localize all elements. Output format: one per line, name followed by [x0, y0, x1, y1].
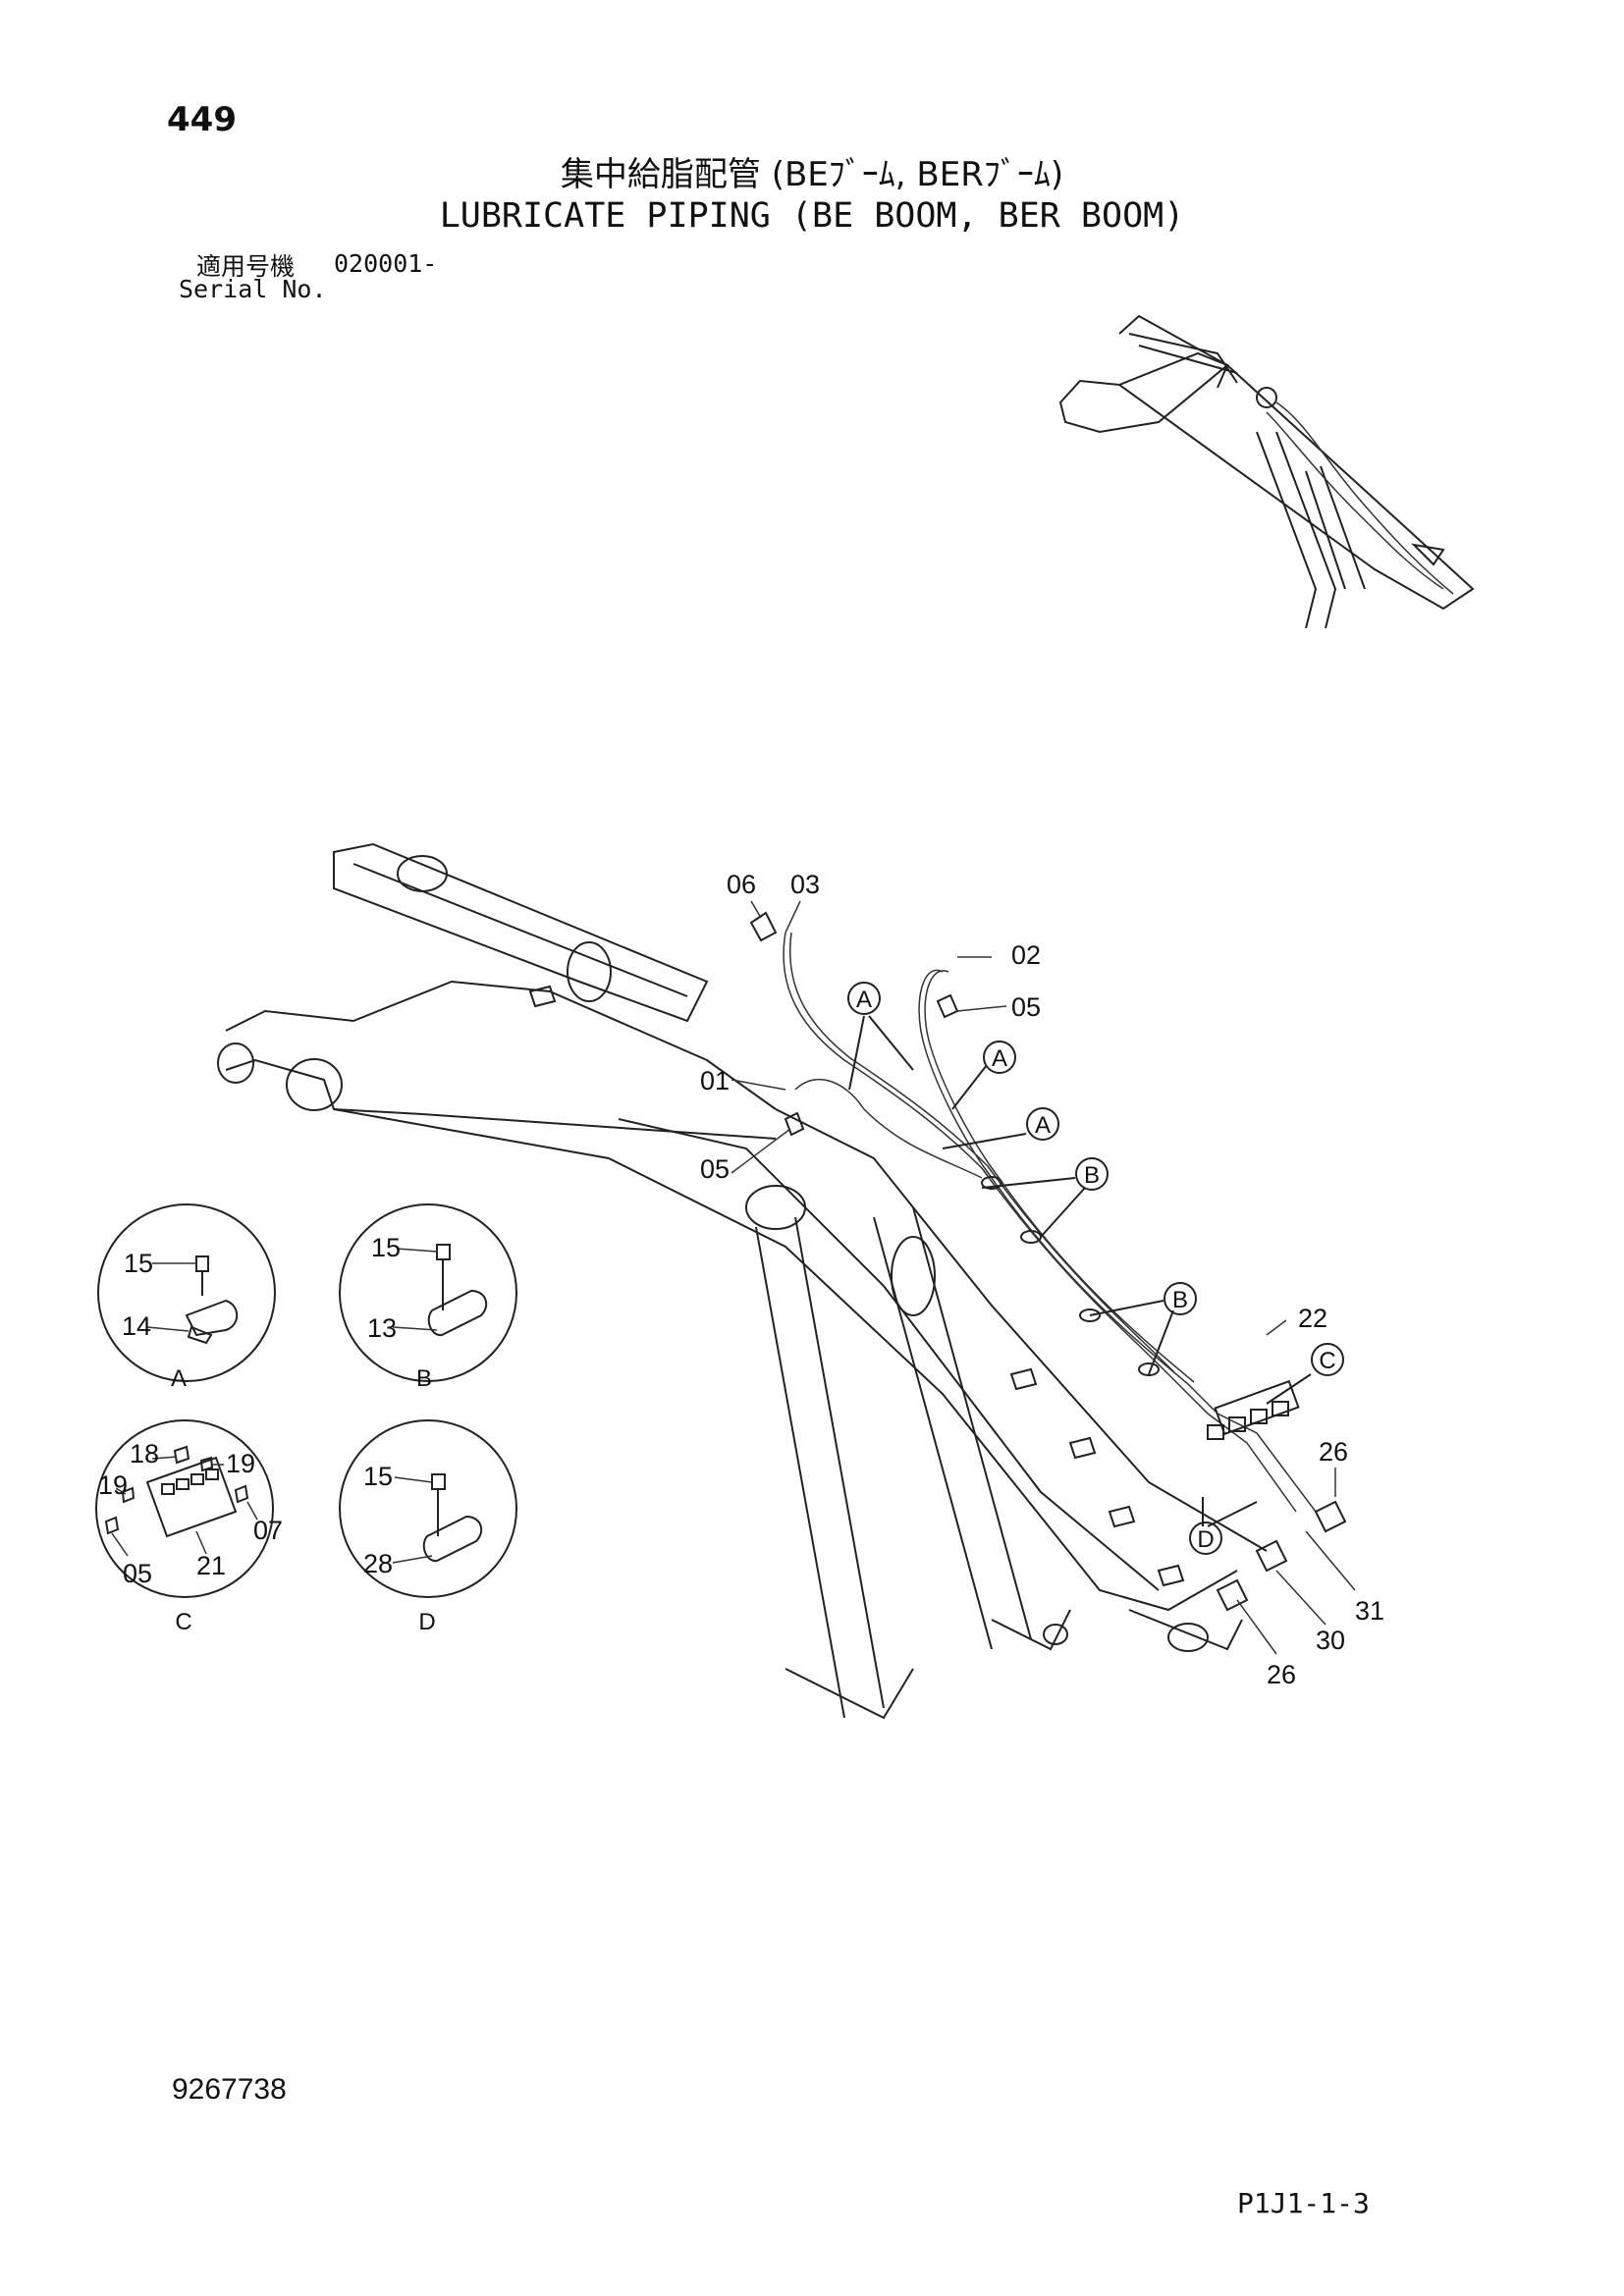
detail-c-part-18: 18 [130, 1439, 159, 1468]
detail-a-part-15: 15 [124, 1249, 153, 1278]
ref-c-label: C [1319, 1348, 1335, 1374]
detail-d-part-15: 15 [363, 1462, 393, 1491]
detail-b-part-13: 13 [367, 1313, 397, 1343]
detail-a: 15 14 A [97, 1203, 276, 1392]
page-code: P1J1-1-3 [1237, 2187, 1370, 2219]
callout-31: 31 [1355, 1596, 1384, 1626]
overview-illustration [1058, 314, 1475, 629]
detail-b: 15 13 B [339, 1203, 517, 1392]
detail-d-label: D [418, 1609, 435, 1635]
callout-26-lower: 26 [1267, 1660, 1296, 1689]
title-japanese: 集中給脂配管 (BEﾌﾞｰﾑ, BERﾌﾞｰﾑ) [560, 155, 1064, 194]
callout-05-lower: 05 [700, 1154, 730, 1184]
callout-22: 22 [1298, 1304, 1327, 1333]
ref-circle-a2: A [983, 1041, 1016, 1074]
ref-d-label: D [1197, 1526, 1214, 1553]
ref-a1-label: A [856, 987, 872, 1013]
title-english: LUBRICATE PIPING (BE BOOM, BER BOOM) [439, 196, 1185, 236]
ref-circle-b2: B [1164, 1282, 1197, 1315]
serial-value: 020001- [334, 249, 438, 278]
ref-circle-b1: B [1075, 1157, 1109, 1191]
serial-label-english: Serial No. [179, 275, 327, 303]
callout-26-upper: 26 [1319, 1437, 1348, 1467]
callout-30: 30 [1316, 1626, 1345, 1655]
leader-lines [731, 900, 1356, 1655]
detail-c-part-05: 05 [123, 1559, 152, 1588]
callout-06: 06 [727, 870, 756, 899]
detail-c: 18 19 19 19 07 05 21 C [95, 1419, 283, 1635]
ref-circle-c: C [1311, 1343, 1344, 1376]
ref-circle-d: D [1189, 1522, 1222, 1555]
detail-c-part-19-right: 19 [226, 1449, 255, 1478]
detail-a-label: A [171, 1365, 187, 1392]
detail-b-part-15: 15 [371, 1233, 401, 1262]
ref-a3-label: A [1035, 1112, 1051, 1139]
callout-02: 02 [1011, 940, 1041, 970]
detail-c-part-19-left: 19 [98, 1470, 128, 1500]
detail-c-label: C [175, 1609, 191, 1635]
detail-d-part-28: 28 [363, 1549, 393, 1578]
detail-c-part-21: 21 [196, 1551, 226, 1580]
callout-05-upper: 05 [1011, 992, 1041, 1022]
ref-b1-label: B [1084, 1162, 1100, 1189]
callout-03: 03 [790, 870, 820, 899]
ref-b2-label: B [1172, 1287, 1188, 1313]
detail-a-part-14: 14 [122, 1311, 151, 1341]
page-number: 449 [167, 100, 237, 139]
serial-label-japanese: 適用号機 [196, 252, 296, 281]
detail-b-label: B [416, 1365, 432, 1392]
callout-01: 01 [700, 1066, 730, 1095]
ref-circle-a1: A [847, 982, 881, 1015]
boom-assembly [217, 842, 1268, 1720]
ref-a2-label: A [992, 1045, 1007, 1072]
part-number: 9267738 [172, 2073, 287, 2106]
detail-d: 15 28 D [339, 1419, 517, 1635]
ref-circle-a3: A [1026, 1107, 1059, 1141]
detail-c-part-07: 07 [253, 1516, 283, 1545]
lubrication-piping [749, 911, 1347, 1612]
